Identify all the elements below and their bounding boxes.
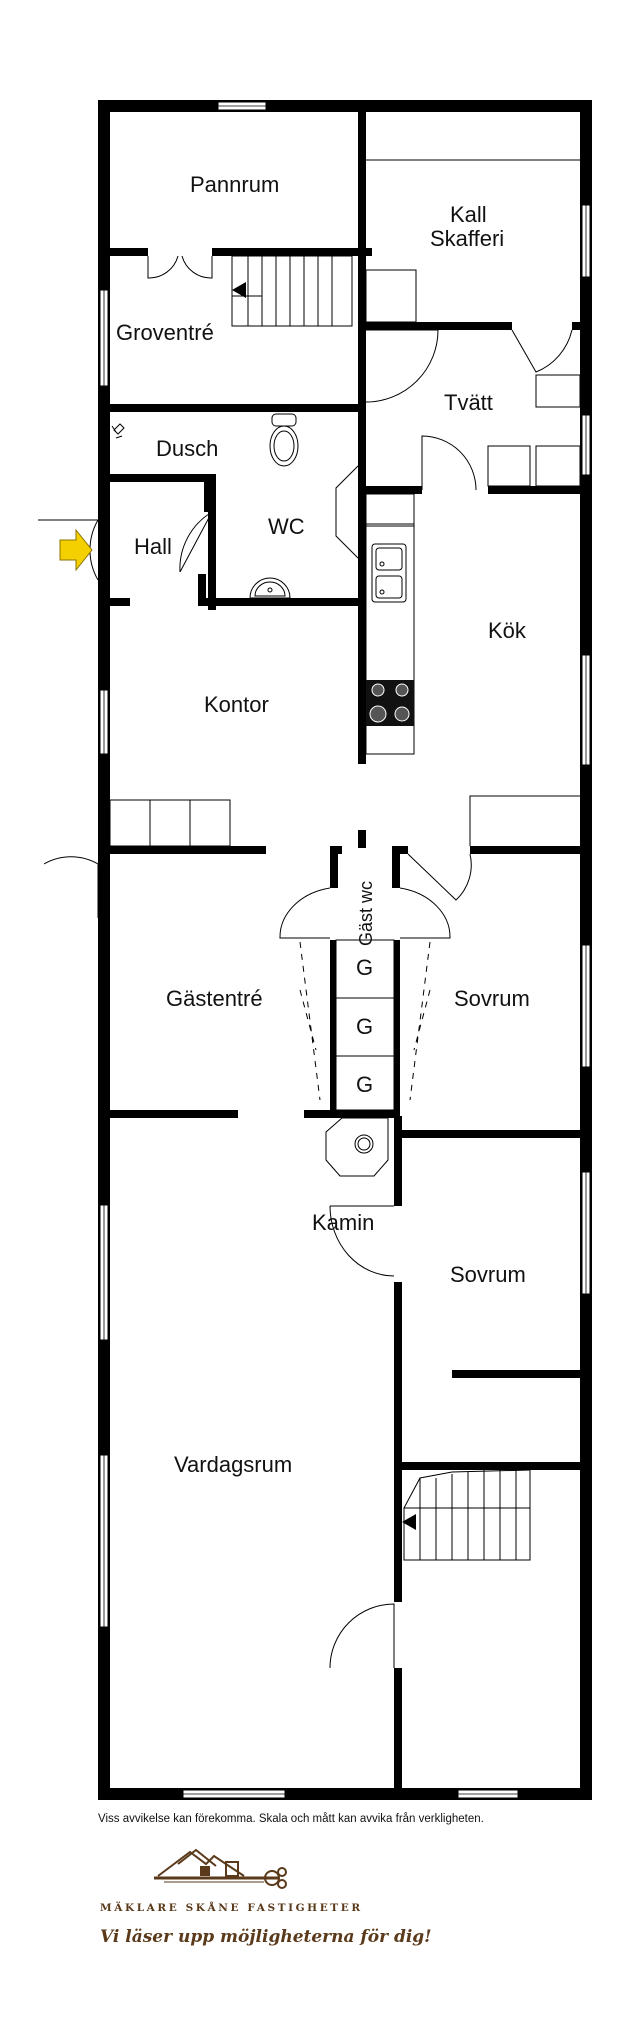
disclaimer-text: Viss avvikelse kan förekomma. Skala och …	[98, 1813, 484, 1825]
label-kok: Kök	[488, 618, 527, 643]
label-vardagsrum: Vardagsrum	[174, 1452, 292, 1477]
kitchen-counter	[365, 493, 415, 755]
label-tvatt: Tvätt	[444, 390, 493, 415]
interior-walls	[108, 108, 586, 1794]
outer-walls	[98, 100, 592, 1800]
windows	[99, 101, 591, 1799]
label-kall-skafferi-line1: Kall	[450, 202, 487, 227]
stairs	[231, 255, 531, 1561]
label-garderob-1: G	[356, 955, 373, 980]
thin-lines	[109, 159, 581, 1177]
label-sovrum-1: Sovrum	[454, 986, 530, 1011]
label-garderob-2: G	[356, 1014, 373, 1039]
label-gast-wc: Gäst wc	[356, 881, 376, 946]
label-sovrum-2: Sovrum	[450, 1262, 526, 1287]
label-groventre: Groventré	[116, 320, 214, 345]
label-kontor: Kontor	[204, 692, 269, 717]
brand-tagline: Vi läser upp möjligheterna för dig!	[100, 1927, 432, 1947]
label-wc: WC	[268, 514, 305, 539]
label-gastentre: Gästentré	[166, 986, 263, 1011]
label-kall-skafferi-line2: Skafferi	[430, 226, 504, 251]
house-key-logo-icon	[154, 1848, 287, 1889]
label-dusch: Dusch	[156, 436, 218, 461]
wardrobes	[299, 939, 431, 1111]
label-kamin: Kamin	[312, 1210, 374, 1235]
room-labels: Pannrum Kall Skafferi Groventré Tvätt Du…	[116, 172, 530, 1477]
brand-name: MÄKLARE SKÅNE FASTIGHETER	[100, 1900, 363, 1914]
wc-fixtures	[111, 413, 299, 599]
label-garderob-3: G	[356, 1072, 373, 1097]
label-pannrum: Pannrum	[190, 172, 279, 197]
doors	[38, 255, 573, 1669]
label-hall: Hall	[134, 534, 172, 559]
entry-arrow-icon	[59, 528, 93, 572]
